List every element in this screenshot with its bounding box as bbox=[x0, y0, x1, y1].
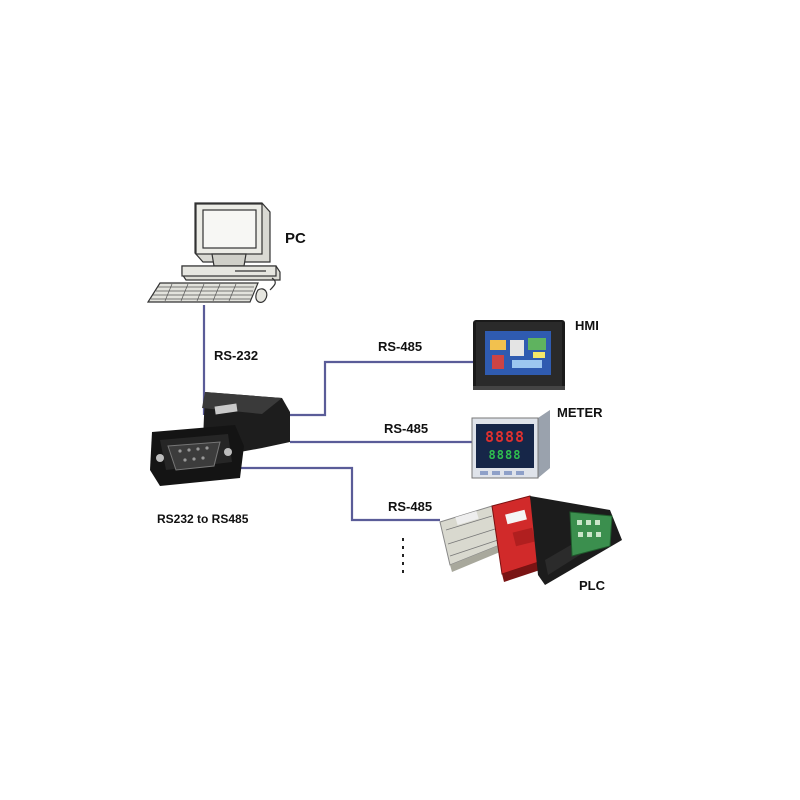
rs485-hmi-label: RS-485 bbox=[378, 339, 422, 354]
rs232-rs485-converter-icon bbox=[150, 392, 290, 486]
plc-label: PLC bbox=[579, 578, 606, 593]
rs232-label: RS-232 bbox=[214, 348, 258, 363]
plc-icon bbox=[439, 495, 622, 585]
continuation-dots bbox=[402, 538, 404, 573]
cables bbox=[202, 305, 473, 522]
meter-bottom-display: 8888 bbox=[489, 448, 522, 462]
rs485-meter-label: RS-485 bbox=[384, 421, 428, 436]
hmi-label: HMI bbox=[575, 318, 599, 333]
hmi-panel-icon bbox=[473, 320, 565, 390]
pc-computer-icon bbox=[146, 202, 281, 303]
meter-label: METER bbox=[557, 405, 603, 420]
cable-rs485-plc bbox=[238, 466, 440, 522]
converter-label: RS232 to RS485 bbox=[157, 512, 249, 526]
meter-top-display: 8888 bbox=[485, 428, 525, 446]
meter-icon: 8888 8888 bbox=[471, 410, 550, 479]
rs485-plc-label: RS-485 bbox=[388, 499, 432, 514]
cable-rs485-hmi bbox=[290, 360, 473, 417]
pc-label: PC bbox=[285, 230, 306, 247]
